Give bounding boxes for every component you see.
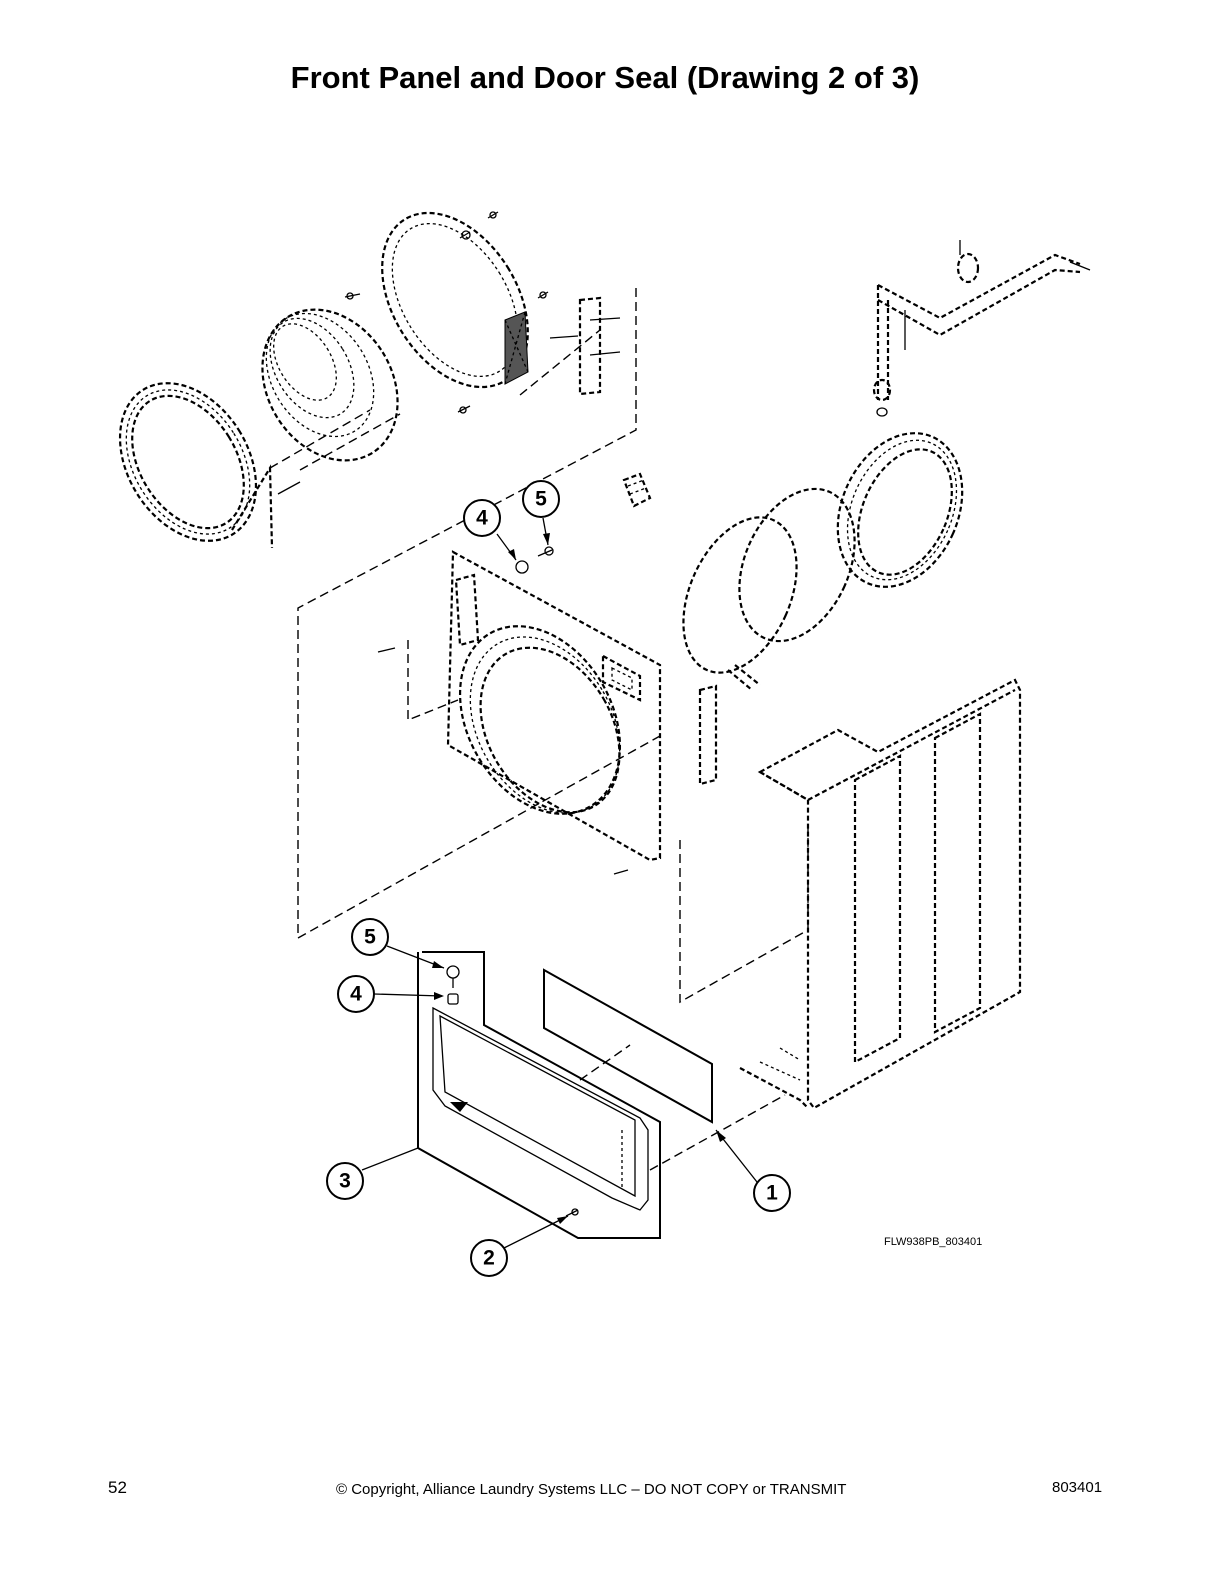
kick-panel-part [432,1006,649,1211]
lower-small-parts [446,546,579,1217]
callout-5-lower: 5 [351,918,389,956]
door-frame-part [381,211,529,389]
page-number: 52 [108,1478,127,1497]
front-panel-part [446,550,718,862]
callout-5-lower-label: 5 [364,926,376,949]
callout-4-lower-label: 4 [350,983,362,1006]
bellows-clamps [682,487,856,691]
front-panel-leader-lines [297,640,809,1004]
cabinet-part [739,678,1022,1110]
document-number: 803401 [1052,1479,1103,1496]
door-assembly-leader-lines [269,288,637,938]
seal-strip-part [543,968,713,1124]
door-hinge-part [549,296,621,396]
callout-3: 3 [326,1162,364,1200]
callout-2-label: 2 [483,1247,495,1270]
vent-grille-part [622,472,652,508]
callout-5-upper-label: 5 [535,488,547,511]
callout-1: 1 [753,1174,791,1212]
callout-4-upper-label: 4 [476,507,488,530]
callout-5-upper: 5 [522,480,560,518]
callout-2: 2 [470,1239,508,1277]
door-glass-part [261,308,399,462]
door-screws [277,211,549,495]
callout-leaders [361,517,758,1249]
callout-4-upper: 4 [463,499,501,537]
lower-panel-bracket [417,951,661,1239]
door-ring-part [118,382,274,549]
drawing-id: FLW938PB_803401 [884,1236,983,1248]
inlet-tube-part [872,240,1091,417]
page-title: Front Panel and Door Seal (Drawing 2 of … [290,60,920,95]
callout-4-lower: 4 [337,975,375,1013]
copyright-notice: © Copyright, Alliance Laundry Systems LL… [336,1481,847,1498]
callout-3-label: 3 [339,1170,351,1193]
callout-1-label: 1 [766,1182,778,1205]
door-bellows-part [836,432,964,588]
